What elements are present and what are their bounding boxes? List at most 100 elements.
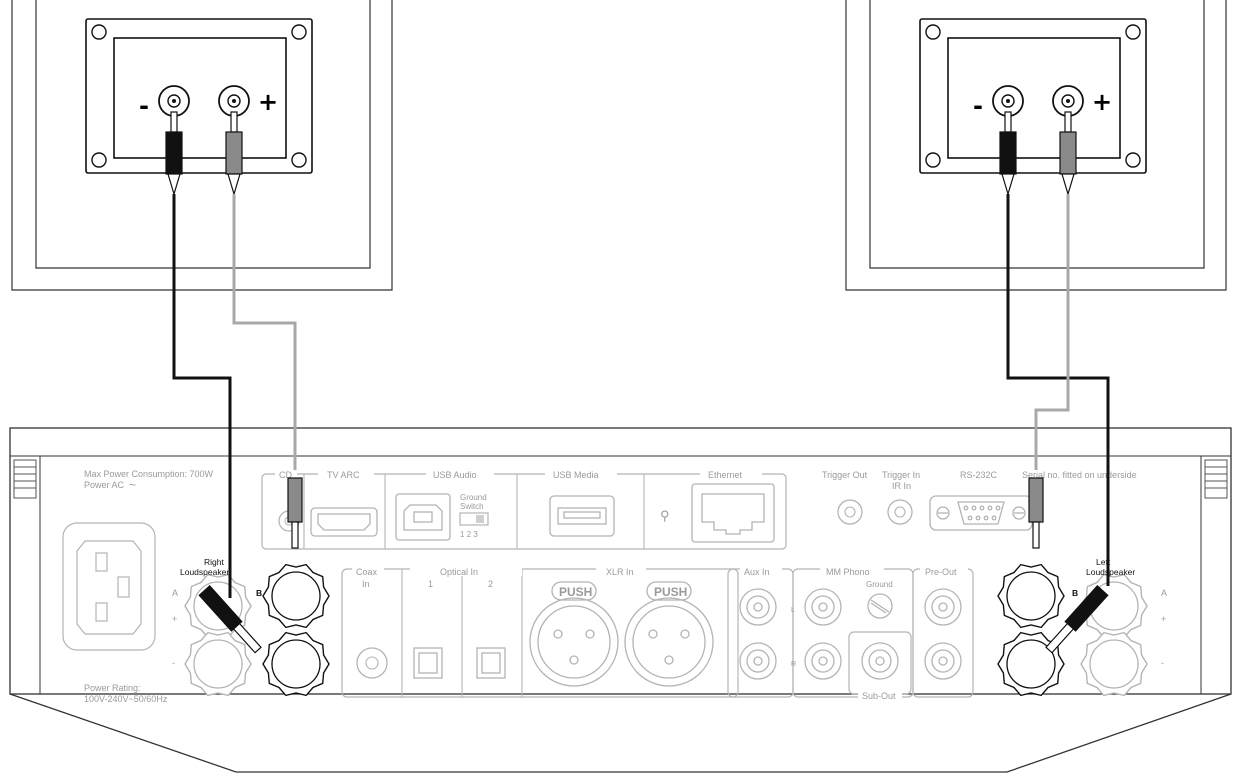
usb-b-port-icon: [395, 493, 451, 541]
binding-post-ring: [193, 581, 243, 631]
xlr-left-connector-icon: [529, 581, 619, 687]
sub-out-jack: [861, 642, 899, 680]
optical-2-port-icon: [476, 647, 506, 679]
screw-icon: [91, 152, 107, 168]
ethernet-port-icon: [691, 483, 775, 543]
binding-post-knob: [1080, 631, 1148, 697]
power-rating-value: 100V-240V~50/60Hz: [84, 694, 168, 704]
right-speaker: - +: [11, 0, 393, 291]
terminal-plus-label: +: [1161, 614, 1166, 624]
sub-out-label: Sub-Out: [862, 691, 896, 701]
terminal-a-label: A: [172, 588, 178, 598]
aux-in-l-jack: [739, 588, 777, 626]
ground-switch-label: Ground: [460, 493, 487, 502]
pre-out-l-jack: [924, 588, 962, 626]
terminal-b-label: B: [256, 588, 262, 598]
grey-wire-left: [1034, 194, 1070, 470]
grey-banana-plug: [225, 131, 243, 175]
ground-switch-positions: 1 2 3: [460, 530, 478, 539]
binding-post-knob: [184, 631, 252, 697]
optical-in-label: Optical In: [440, 567, 478, 577]
usb-audio-label: USB Audio: [433, 470, 477, 480]
speaker-plus-sign: +: [1092, 88, 1112, 116]
left-loudspeaker-label-2: Loudspeaker: [1086, 567, 1135, 577]
tv-arc-label: TV ARC: [327, 470, 360, 480]
left-speaker: - +: [845, 0, 1227, 291]
black-wire-right: [172, 194, 232, 598]
usb-media-label: USB Media: [553, 470, 599, 480]
network-icon: ⚲: [660, 508, 670, 523]
speaker-cables: [172, 194, 1110, 598]
channel-r-label: R: [791, 661, 796, 668]
speaker-minus-sign: -: [139, 92, 149, 120]
speaker-plus-sign: +: [258, 88, 278, 116]
screw-icon: [291, 152, 307, 168]
right-loudspeaker-label: Right: [204, 557, 224, 567]
trigger-in-label: Trigger In: [882, 470, 920, 480]
power-consumption-label: Max Power Consumption: 700W: [84, 469, 214, 479]
terminal-b-label: B: [1072, 588, 1078, 598]
ethernet-label: Ethernet: [708, 470, 743, 480]
phono-ground-screw-icon: [867, 593, 893, 619]
terminal-minus-label: -: [172, 658, 175, 668]
coax-in-jack: [356, 647, 388, 679]
pre-out-label: Pre-Out: [925, 567, 957, 577]
phono-r-jack: [804, 642, 842, 680]
amplifier-rear-panel: Max Power Consumption: 700W Power AC ~ P…: [9, 427, 1232, 773]
trigger-out-jack: [837, 499, 863, 525]
optical-1-label: 1: [428, 579, 433, 589]
xlr-right-push-label: PUSH: [654, 585, 687, 599]
binding-post-ring: [271, 639, 321, 689]
binding-post-knob: [997, 563, 1065, 629]
xlr-right-connector-icon: [624, 581, 714, 687]
aux-in-r-jack: [739, 642, 777, 680]
screw-icon: [1125, 152, 1141, 168]
power-inlet-icon: [62, 522, 156, 651]
mm-phono-label: MM Phono: [826, 567, 870, 577]
speaker-minus-sign: -: [973, 92, 983, 120]
binding-post-ring: [1006, 639, 1056, 689]
black-wire-left: [1006, 194, 1110, 586]
binding-post-ring: [271, 571, 321, 621]
screw-icon: [291, 24, 307, 40]
black-banana-plug: [165, 131, 183, 175]
cd-label: CD: [279, 470, 292, 480]
grey-wire-right: [232, 194, 297, 470]
binding-post-ring: [1089, 639, 1139, 689]
diagonal-plug-right: [198, 585, 262, 654]
rs232c-label: RS-232C: [960, 470, 998, 480]
ground-switch: [459, 512, 489, 526]
screw-icon: [91, 24, 107, 40]
binding-post-ring: [1006, 571, 1056, 621]
pre-out-r-jack: [924, 642, 962, 680]
diagonal-plug-left: [1045, 585, 1109, 654]
b-terminal-plugs: [287, 477, 1044, 549]
usb-a-port-icon: [549, 495, 615, 537]
ir-in-label: IR In: [892, 481, 911, 491]
trigger-out-label: Trigger Out: [822, 470, 868, 480]
ac-symbol-icon: ~: [129, 478, 136, 492]
screw-icon: [1125, 24, 1141, 40]
ground-switch-label-2: Switch: [460, 502, 484, 511]
binding-post-knob: [262, 563, 330, 629]
grey-banana-plug: [1059, 131, 1077, 175]
power-rating-label: Power Rating:: [84, 683, 141, 693]
channel-l-label: L: [791, 607, 795, 614]
power-ac-label: Power AC: [84, 480, 125, 490]
binding-post-ring: [193, 639, 243, 689]
left-loudspeaker-label: Left: [1096, 557, 1111, 567]
screw-icon: [925, 152, 941, 168]
screw-icon: [925, 24, 941, 40]
hdmi-port-icon: [310, 507, 378, 537]
phono-ground-label: Ground: [866, 580, 893, 589]
right-loudspeaker-label-2: Loudspeaker: [180, 567, 229, 577]
xlr-left-push-label: PUSH: [559, 585, 592, 599]
terminal-minus-label: -: [1161, 658, 1164, 668]
xlr-in-label: XLR In: [606, 567, 634, 577]
coax-label: Coax: [356, 567, 378, 577]
binding-post-knob: [262, 631, 330, 697]
optical-2-label: 2: [488, 579, 493, 589]
terminal-plus-label: +: [172, 614, 177, 624]
aux-in-label: Aux In: [744, 567, 770, 577]
